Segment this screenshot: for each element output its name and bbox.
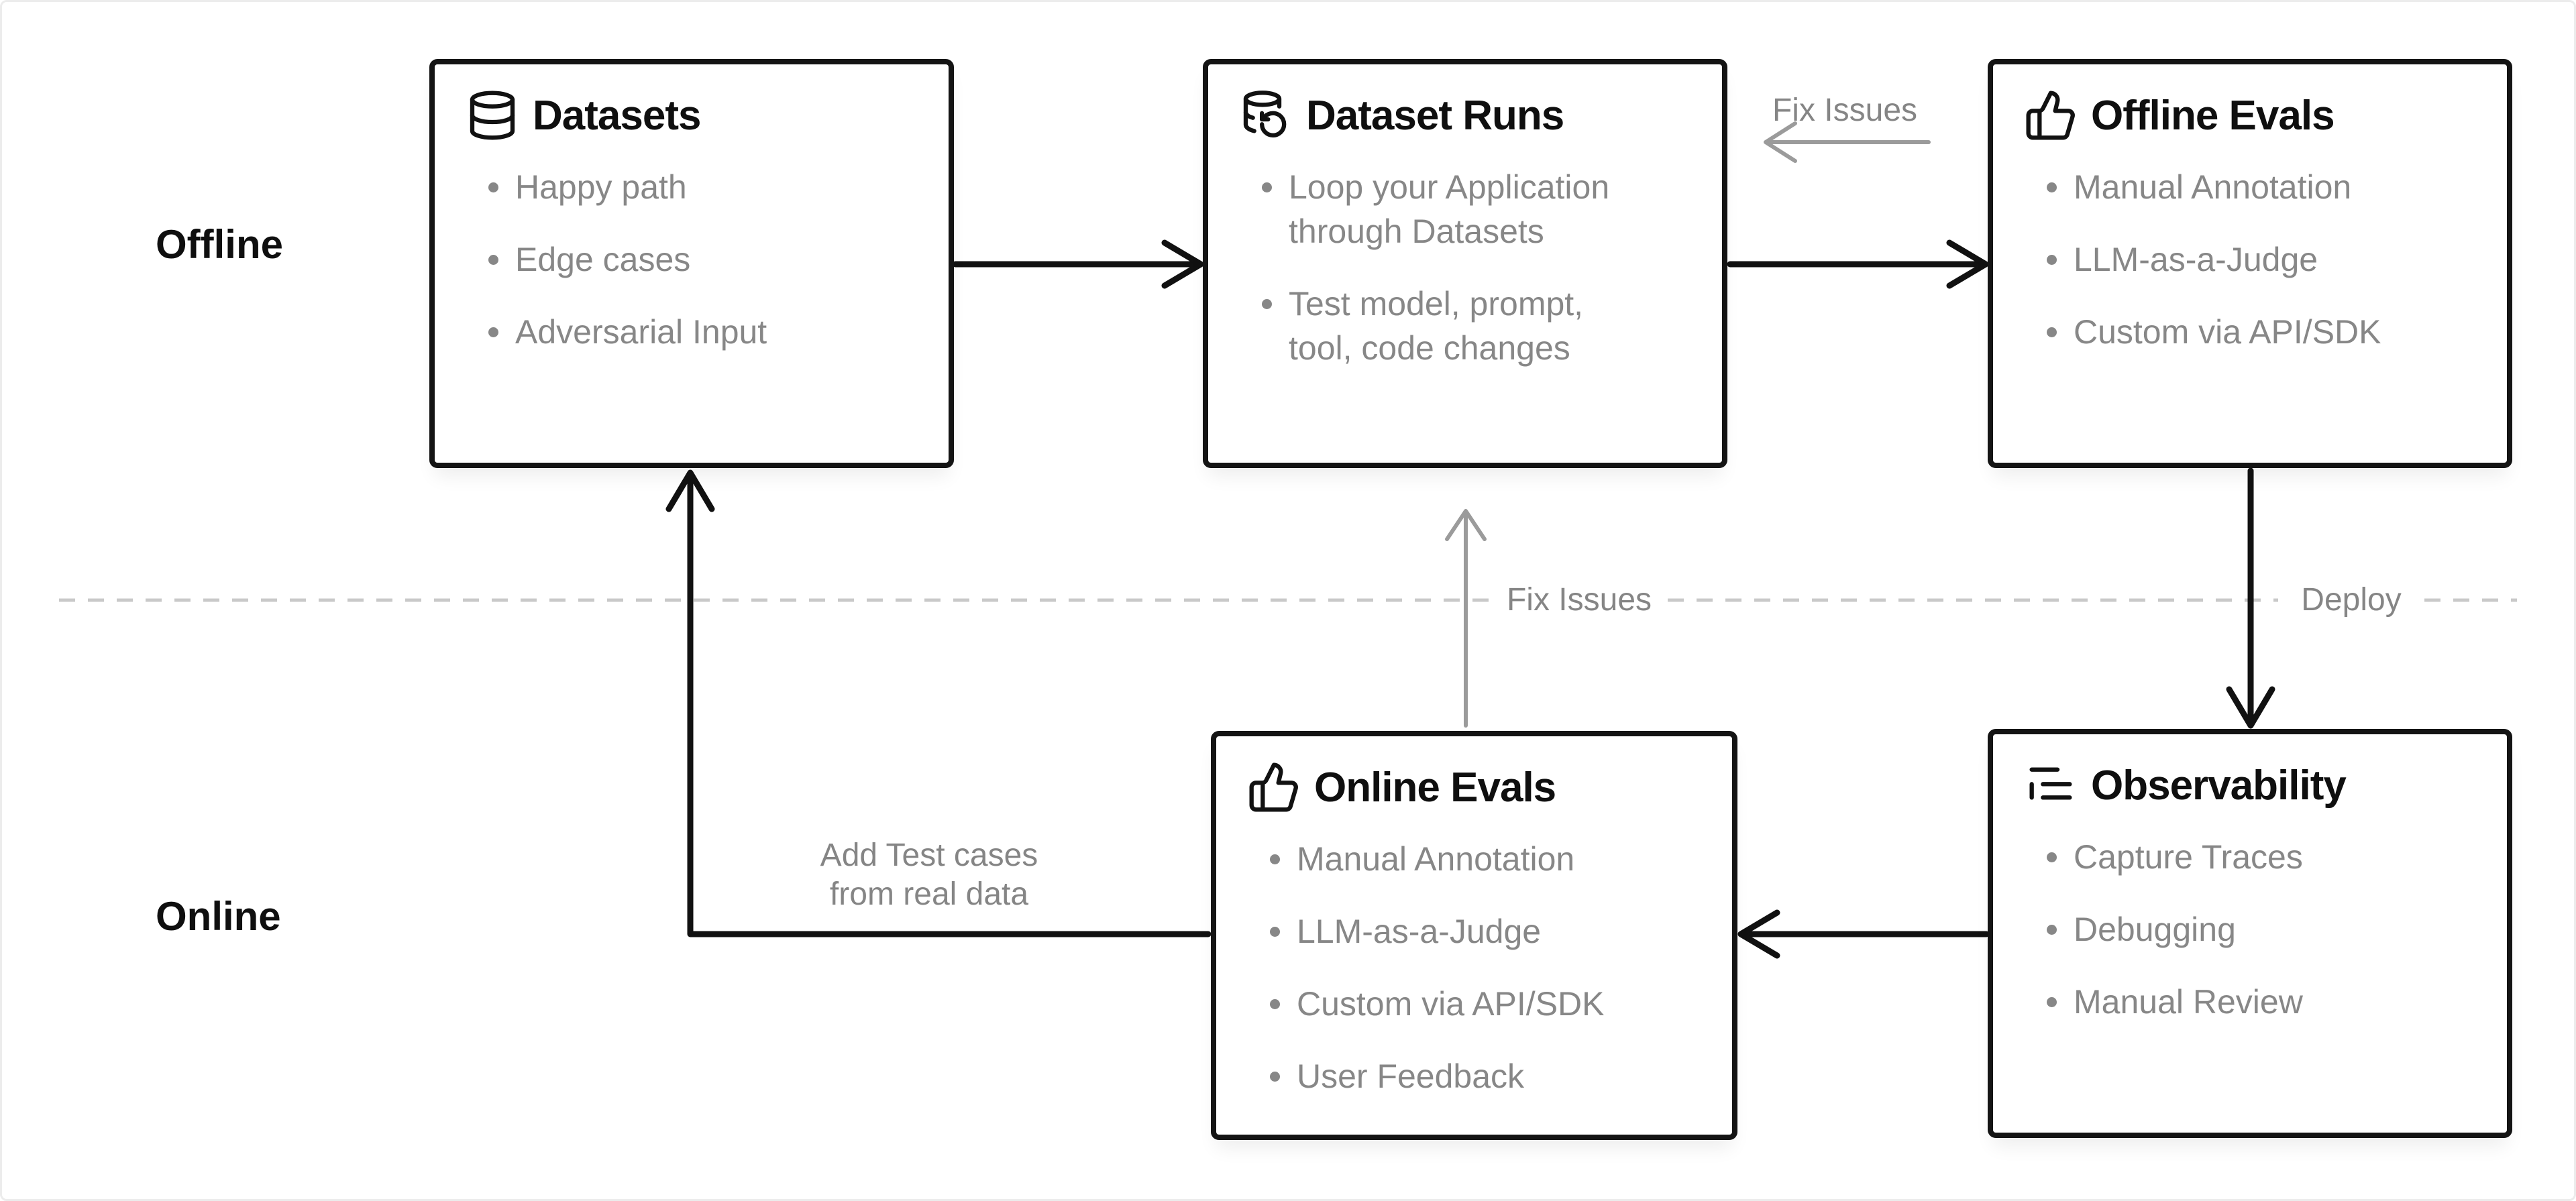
- dataset-runs-box: Dataset Runs Loop your Application throu…: [1203, 59, 1727, 468]
- bullet-item: Manual Review: [2047, 980, 2439, 1024]
- observability-title: Observability: [2091, 762, 2347, 809]
- thumbs-up-icon: [2024, 89, 2078, 142]
- add-test-cases-line1: Add Test cases: [820, 838, 1038, 873]
- database-rerun-icon: [1239, 89, 1293, 142]
- bullet-item: User Feedback: [1270, 1054, 1662, 1098]
- datasets-title: Datasets: [533, 92, 701, 139]
- online-evals-box: Online Evals Manual Annotation LLM-as-a-…: [1211, 731, 1737, 1140]
- arrow-offline-evals-to-observability-deploy: [2226, 467, 2275, 729]
- bullet-item: Manual Annotation: [1270, 837, 1662, 881]
- online-section-label: Online: [156, 894, 281, 939]
- arrow-online-evals-to-datasets: [665, 469, 1212, 937]
- dataset-runs-bullet-list: Loop your Application through Datasets T…: [1208, 165, 1722, 370]
- arrow-fix-issues-offline: [1764, 121, 1931, 163]
- bullet-item: Happy path: [488, 165, 881, 209]
- fix-issues-mid-label: Fix Issues: [1506, 582, 1652, 618]
- arrow-dataset-runs-to-offline-evals: [1727, 239, 1989, 289]
- arrow-fix-issues-online: [1445, 509, 1487, 728]
- bullet-item: Custom via API/SDK: [1270, 982, 1662, 1026]
- bullet-item: Manual Annotation: [2047, 165, 2439, 209]
- dataset-runs-title: Dataset Runs: [1306, 92, 1564, 139]
- offline-section-label: Offline: [156, 222, 283, 267]
- database-icon: [466, 89, 519, 142]
- arrow-datasets-to-dataset-runs: [952, 239, 1204, 289]
- offline-evals-title: Offline Evals: [2091, 92, 2335, 139]
- datasets-bullet-list: Happy path Edge cases Adversarial Input: [435, 165, 949, 354]
- fix-issues-top-label: Fix Issues: [1772, 93, 1918, 128]
- observability-box: Observability Capture Traces Debugging M…: [1988, 729, 2512, 1138]
- online-evals-title: Online Evals: [1314, 764, 1556, 811]
- offline-evals-box: Offline Evals Manual Annotation LLM-as-a…: [1988, 59, 2512, 468]
- datasets-box: Datasets Happy path Edge cases Adversari…: [429, 59, 954, 468]
- bullet-item: Test model, prompt, tool, code changes: [1262, 282, 1654, 370]
- bullet-item: Debugging: [2047, 907, 2439, 952]
- offline-evals-bullet-list: Manual Annotation LLM-as-a-Judge Custom …: [1993, 165, 2507, 354]
- add-test-cases-line2: from real data: [829, 876, 1029, 912]
- list-icon: [2024, 758, 2078, 812]
- bullet-item: Custom via API/SDK: [2047, 310, 2439, 354]
- bullet-item: Edge cases: [488, 237, 881, 282]
- observability-bullet-list: Capture Traces Debugging Manual Review: [1993, 835, 2507, 1024]
- bullet-item: LLM-as-a-Judge: [2047, 237, 2439, 282]
- bullet-item: Capture Traces: [2047, 835, 2439, 879]
- thumbs-up-icon: [1247, 760, 1301, 814]
- bullet-item: Loop your Application through Datasets: [1262, 165, 1654, 253]
- deploy-label: Deploy: [2301, 582, 2402, 618]
- bullet-item: LLM-as-a-Judge: [1270, 909, 1662, 954]
- arrow-observability-to-online-evals: [1737, 909, 1990, 959]
- bullet-item: Adversarial Input: [488, 310, 881, 354]
- online-evals-bullet-list: Manual Annotation LLM-as-a-Judge Custom …: [1216, 837, 1732, 1098]
- add-test-cases-label: Add Test cases from real data: [728, 836, 1130, 914]
